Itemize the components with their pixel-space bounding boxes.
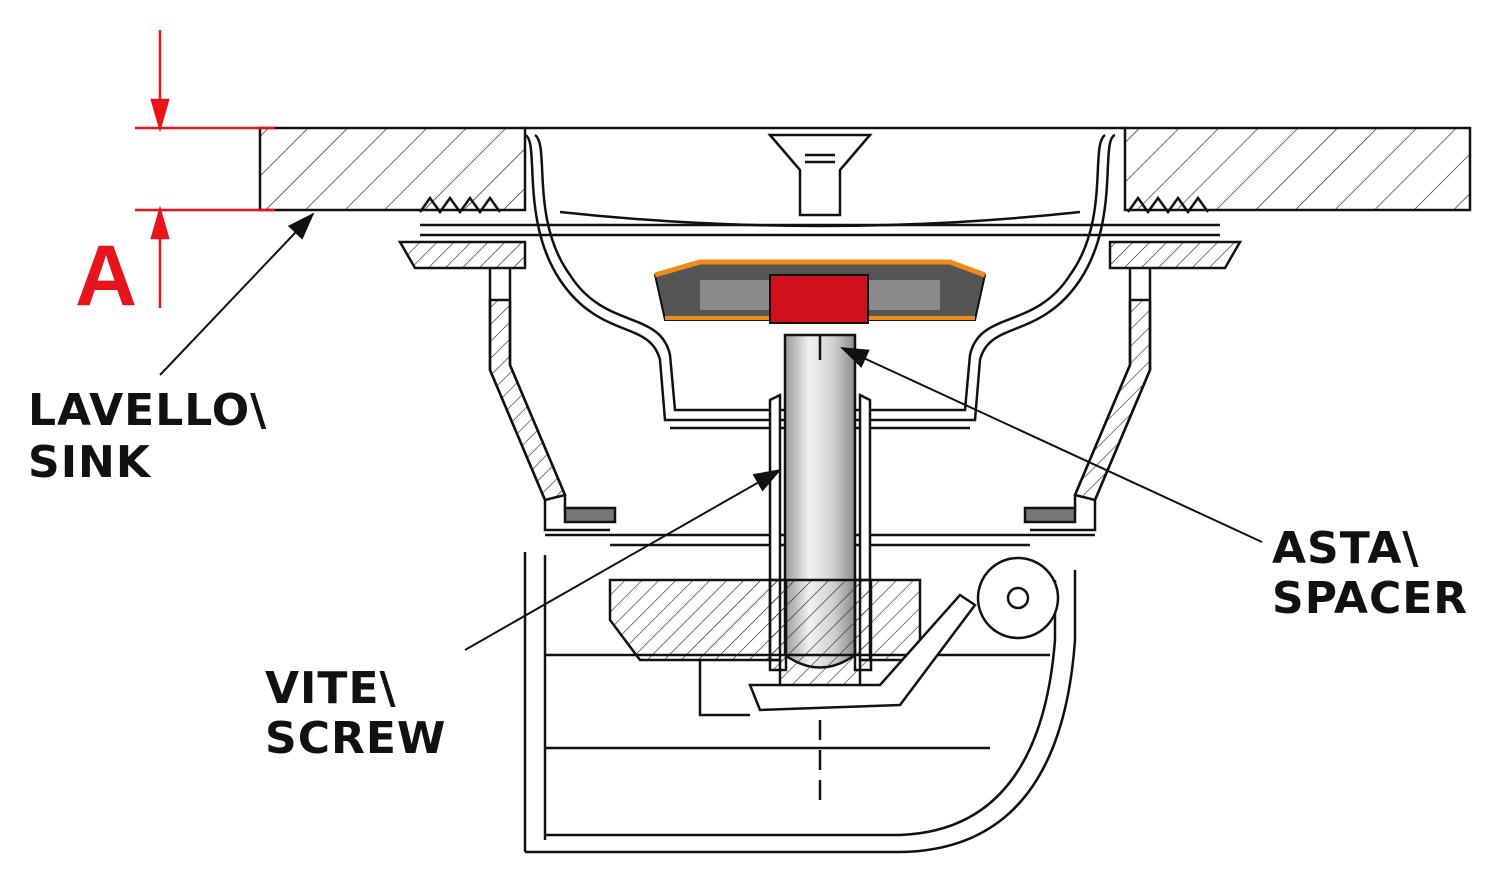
dimension-label: A xyxy=(75,228,137,324)
outlet-pipe xyxy=(523,552,1077,854)
leader-lines xyxy=(159,212,1263,651)
screw-leader xyxy=(464,469,782,651)
screw-label-it: VITE\ xyxy=(265,663,397,714)
spacer-part xyxy=(769,274,869,324)
sink-label-en: SINK xyxy=(28,437,152,488)
screw-label-en: SCREW xyxy=(265,713,446,764)
basket-strainer xyxy=(524,133,1116,430)
sink-slab xyxy=(258,126,1472,212)
drain-body xyxy=(488,268,1152,547)
sink-leader xyxy=(159,212,315,376)
spacer-leader xyxy=(840,347,1263,543)
spacer-label-en: SPACER xyxy=(1272,573,1468,624)
spacer-label-it: ASTA\ xyxy=(1272,523,1419,574)
sink-label-it: LAVELLO\ xyxy=(28,385,267,436)
dimension-a xyxy=(135,30,275,308)
